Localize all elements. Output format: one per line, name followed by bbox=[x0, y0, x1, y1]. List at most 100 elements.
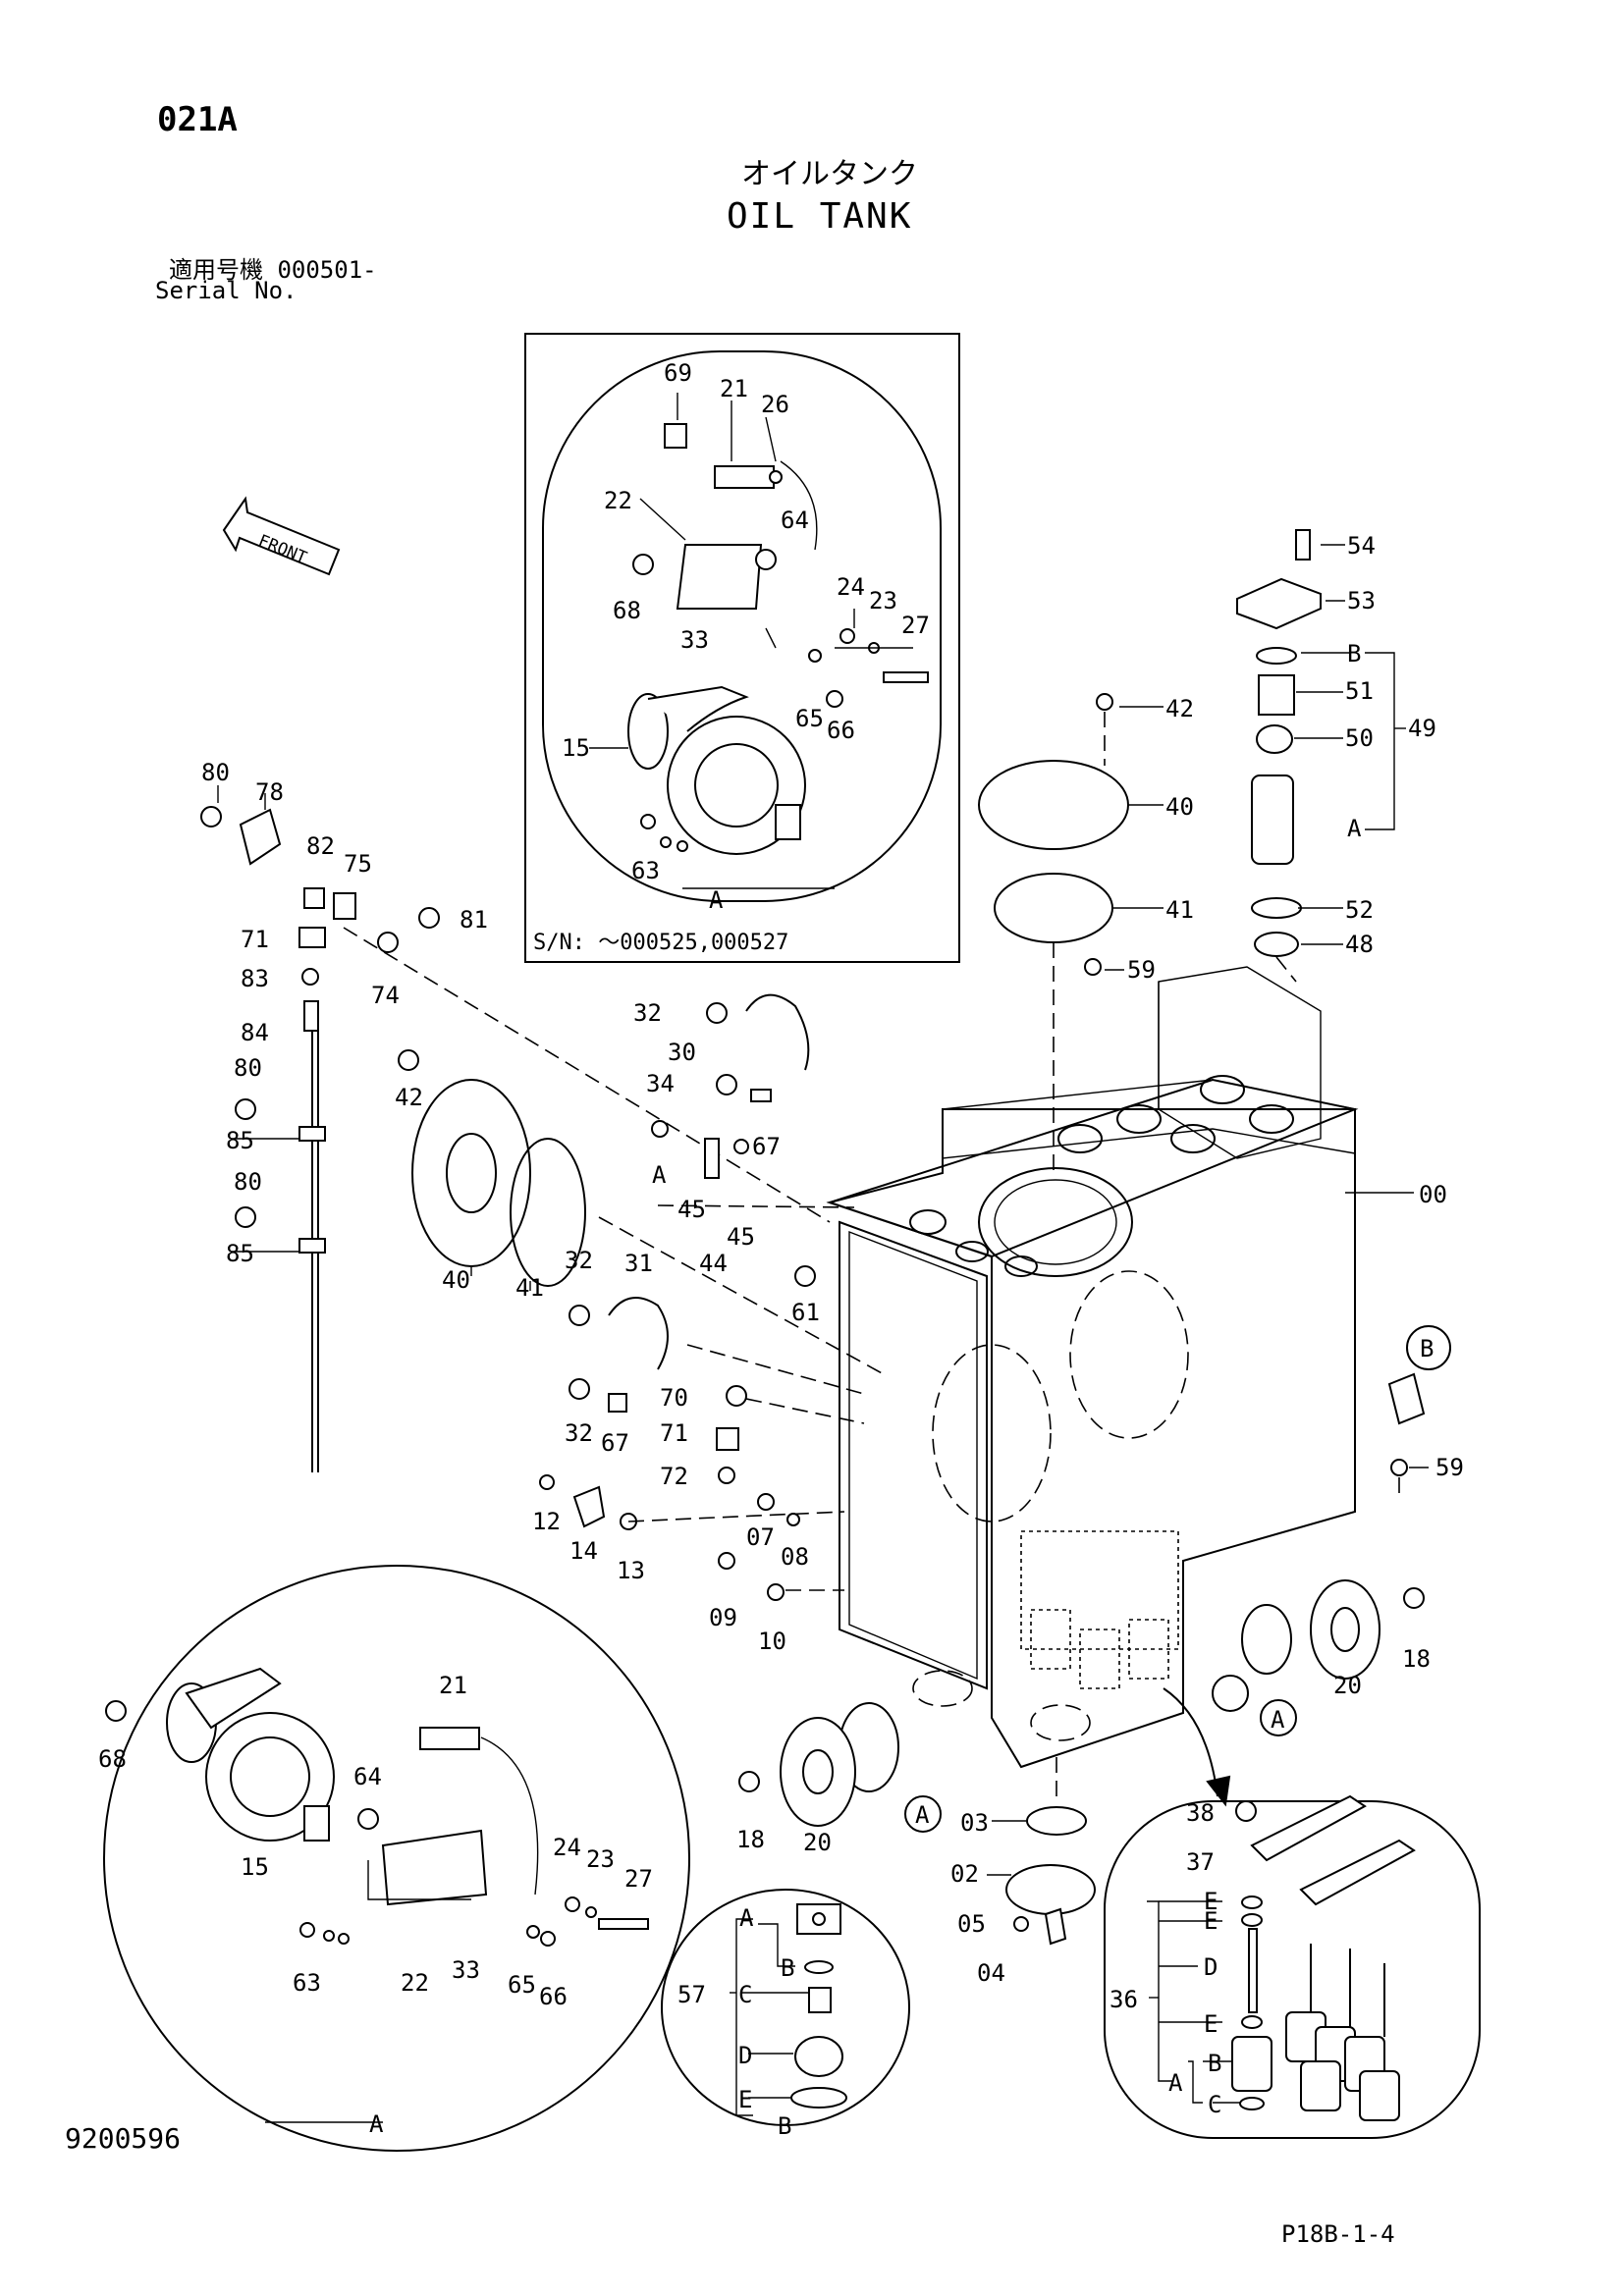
callout-09: 09 bbox=[709, 1604, 737, 1631]
callout-68: 68 bbox=[98, 1745, 127, 1773]
callout-04: 04 bbox=[977, 1959, 1005, 1987]
level-gauge-assembly bbox=[200, 785, 831, 1472]
callout-26: 26 bbox=[761, 391, 789, 418]
callout-57: 57 bbox=[677, 1981, 706, 2008]
callout-27: 27 bbox=[901, 612, 930, 639]
callout-80: 80 bbox=[234, 1054, 262, 1082]
callout-A: A bbox=[652, 1161, 667, 1189]
callout-42: 42 bbox=[1165, 695, 1194, 722]
inset-top-box: S/N: ～000525,000527 A 69 bbox=[524, 333, 960, 963]
callout-B: B bbox=[1347, 640, 1361, 667]
callout-40: 40 bbox=[1165, 793, 1194, 821]
inset-B-callouts: A B 57 C D E B bbox=[677, 1904, 794, 2140]
inset-C-detail: 38 37 E E D 36 E B A C bbox=[1104, 1687, 1481, 2139]
callout-38: 38 bbox=[1186, 1799, 1215, 1827]
callout-33: 33 bbox=[452, 1956, 480, 1984]
callout-12: 12 bbox=[532, 1508, 561, 1535]
callout-27: 27 bbox=[624, 1865, 653, 1893]
callout-13: 13 bbox=[617, 1557, 645, 1584]
oil-tank-body bbox=[826, 966, 1359, 1769]
callout-59: 59 bbox=[1435, 1454, 1464, 1481]
callout-A: A bbox=[915, 1801, 930, 1829]
callout-67: 67 bbox=[601, 1429, 629, 1457]
callout-18: 18 bbox=[1402, 1645, 1431, 1673]
callout-32: 32 bbox=[565, 1419, 593, 1447]
callout-D: D bbox=[738, 2042, 752, 2069]
callout-22: 22 bbox=[604, 487, 632, 514]
callout-21: 21 bbox=[720, 375, 748, 402]
callout-75: 75 bbox=[344, 850, 372, 878]
callout-C: C bbox=[738, 1981, 752, 2008]
callout-30: 30 bbox=[668, 1039, 696, 1066]
callout-50: 50 bbox=[1345, 724, 1374, 752]
callout-53: 53 bbox=[1347, 587, 1376, 614]
callout-80: 80 bbox=[234, 1168, 262, 1196]
callout-66: 66 bbox=[827, 717, 855, 744]
inset-top-ref-letter: A bbox=[709, 886, 724, 914]
callout-00: 00 bbox=[1419, 1181, 1447, 1208]
inset-top-callouts: 69 21 26 22 64 68 24 23 27 33 65 66 15 6… bbox=[562, 359, 930, 884]
callout-31: 31 bbox=[624, 1250, 653, 1277]
callout-B: B bbox=[781, 1954, 794, 1982]
page-title: OIL TANK bbox=[727, 196, 913, 237]
serial-range-label: 適用号機 000501- bbox=[169, 256, 377, 284]
callout-34: 34 bbox=[646, 1070, 675, 1097]
callout-74: 74 bbox=[371, 982, 400, 1009]
side-cover bbox=[398, 1049, 885, 1375]
inset-A-detail: 68 21 64 24 23 27 15 63 22 33 65 66 A bbox=[98, 1565, 690, 2152]
callout-23: 23 bbox=[586, 1845, 615, 1873]
callout-E: E bbox=[1204, 1888, 1218, 1915]
callout-18: 18 bbox=[736, 1826, 765, 1853]
callout-22: 22 bbox=[401, 1969, 429, 1997]
callout-59: 59 bbox=[1127, 956, 1156, 984]
callout-E: E bbox=[1204, 2010, 1218, 2038]
callout-E: E bbox=[1204, 1907, 1218, 1935]
callout-48: 48 bbox=[1345, 931, 1374, 958]
callout-64: 64 bbox=[781, 507, 809, 534]
callout-69: 69 bbox=[664, 359, 692, 387]
callout-85: 85 bbox=[226, 1240, 254, 1267]
inset-A-callouts: 68 21 64 24 23 27 15 63 22 33 65 66 A bbox=[98, 1672, 653, 2138]
callout-78: 78 bbox=[255, 778, 284, 806]
callout-B: B bbox=[1420, 1335, 1434, 1362]
title-japanese: オイルタンク bbox=[741, 157, 918, 191]
inset-A-ref-letter: A bbox=[369, 2110, 384, 2138]
inset-C-callouts: 38 37 E E D 36 E B A C bbox=[1110, 1799, 1221, 2118]
callout-32: 32 bbox=[565, 1247, 593, 1274]
callout-33: 33 bbox=[680, 626, 709, 654]
callout-24: 24 bbox=[837, 573, 865, 601]
callout-67: 67 bbox=[752, 1133, 781, 1160]
callout-72: 72 bbox=[660, 1463, 688, 1490]
callout-40: 40 bbox=[442, 1266, 470, 1294]
callout-D: D bbox=[1204, 1953, 1218, 1981]
page-reference: P18B-1-4 bbox=[1281, 2220, 1395, 2248]
callout-15: 15 bbox=[241, 1853, 269, 1881]
main-callouts: 54 53 B 51 50 49 A 52 48 42 40 41 59 00 … bbox=[201, 532, 1464, 1987]
callout-66: 66 bbox=[539, 1983, 568, 2010]
callout-E: E bbox=[738, 2086, 752, 2113]
callout-21: 21 bbox=[439, 1672, 467, 1699]
callout-08: 08 bbox=[781, 1543, 809, 1571]
inset-B-detail: A B 57 C D E B bbox=[661, 1889, 910, 2140]
callout-49: 49 bbox=[1408, 715, 1436, 742]
callout-70: 70 bbox=[660, 1384, 688, 1412]
callout-61: 61 bbox=[791, 1299, 820, 1326]
callout-41: 41 bbox=[515, 1274, 544, 1302]
callout-68: 68 bbox=[613, 597, 641, 624]
callout-15: 15 bbox=[562, 734, 590, 762]
callout-71: 71 bbox=[241, 926, 269, 953]
callout-A: A bbox=[739, 1904, 754, 1932]
callout-54: 54 bbox=[1347, 532, 1376, 560]
callout-65: 65 bbox=[508, 1971, 536, 1999]
callout-51: 51 bbox=[1345, 677, 1374, 705]
callout-20: 20 bbox=[1333, 1672, 1362, 1699]
serial-number-label: Serial No. bbox=[155, 277, 298, 304]
callout-45: 45 bbox=[727, 1223, 755, 1251]
callout-23: 23 bbox=[869, 587, 897, 614]
filter-stack bbox=[978, 529, 1414, 1194]
callout-07: 07 bbox=[746, 1523, 775, 1551]
callout-C: C bbox=[1208, 2091, 1221, 2118]
callout-10: 10 bbox=[758, 1628, 786, 1655]
inset-B-ref-letter: B bbox=[778, 2112, 791, 2140]
